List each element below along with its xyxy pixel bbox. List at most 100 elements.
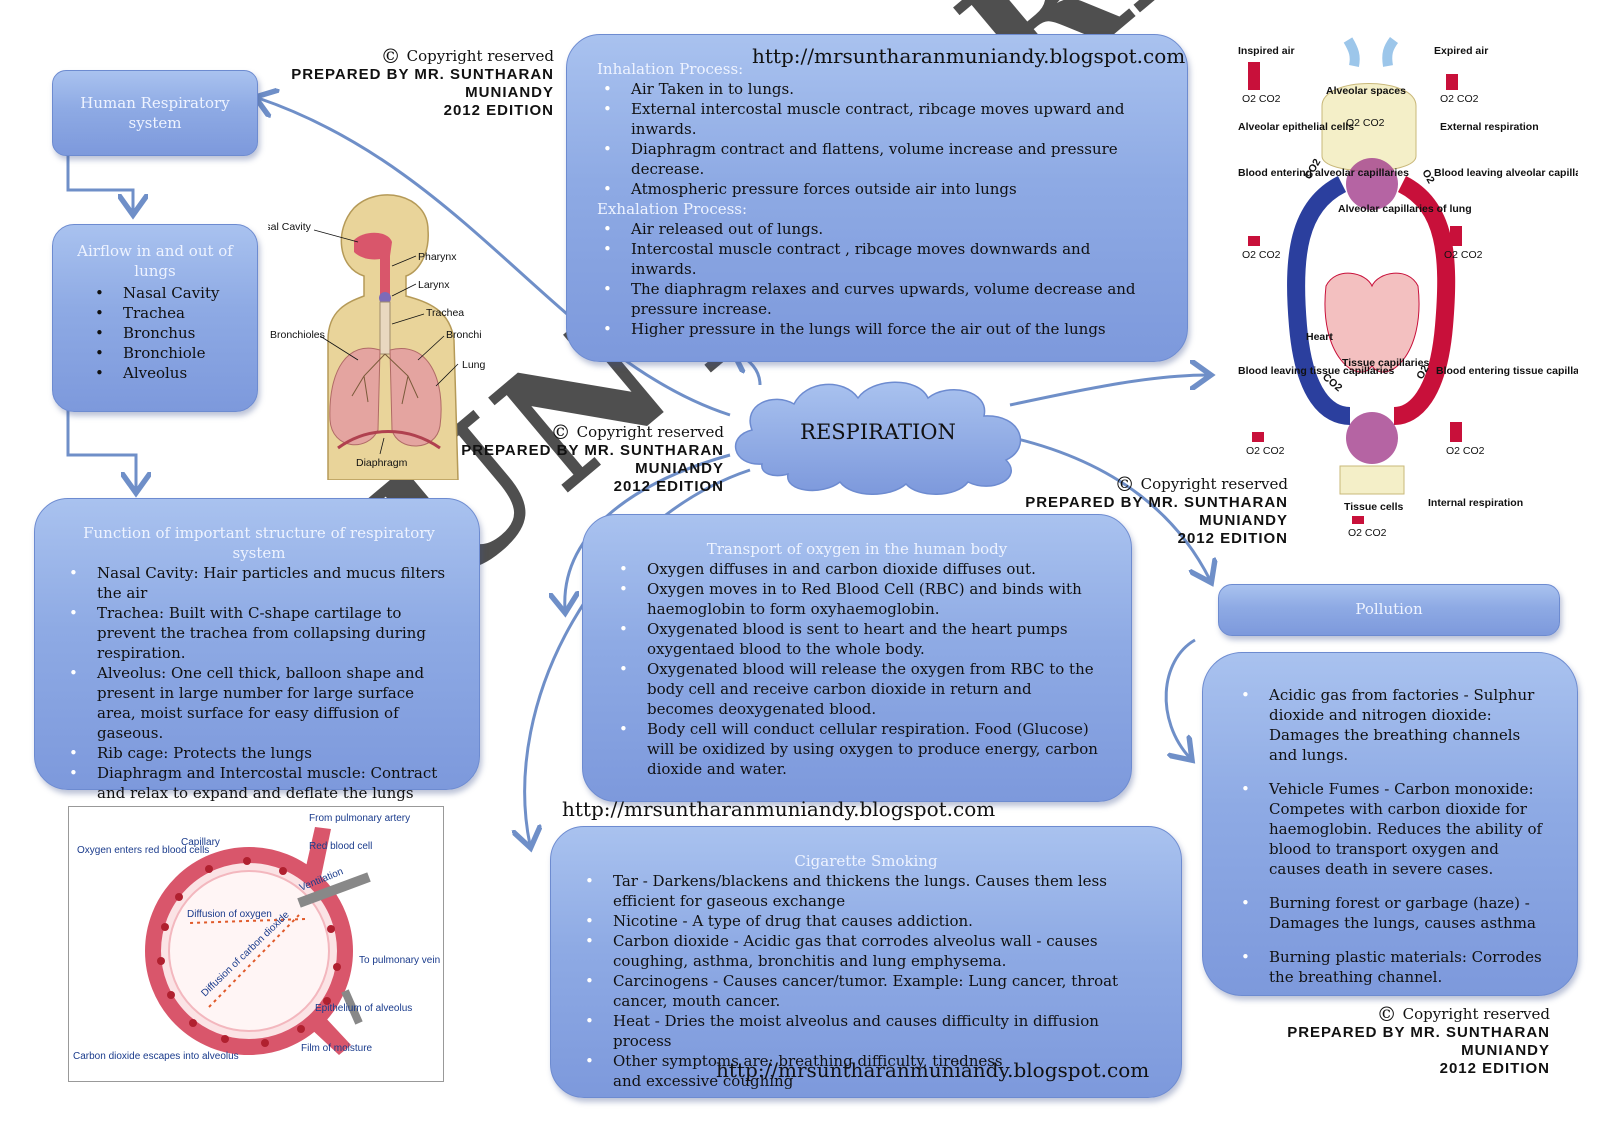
prepared-by: Prepared by Mr. Suntharan [461,442,724,459]
label-epithelium: Epithelium of alveolus [315,1003,412,1014]
airflow-title: Airflow in and out of lungs [77,242,233,280]
label-blood-entering-alveolar: Blood entering alveolar capillaries [1238,167,1409,179]
list-item: Bronchiole [95,343,245,363]
function-box: Function of important structure of respi… [34,498,480,802]
airflow-list: Nasal Cavity Trachea Bronchus Bronchiole… [65,283,245,383]
human-respiratory-system-title: Human Respiratory system [80,94,230,132]
prepared-by: Prepared by Mr. Suntharan [1025,494,1288,511]
alveolar-space-shape [1321,83,1417,172]
author-name: Muniandy [465,84,554,101]
pollution-box: Acidic gas from factories - Sulphur diox… [1202,652,1578,996]
edition: 2012 edition [613,478,724,495]
list-item: Nasal Cavity [95,283,245,303]
label-pharynx: Pharynx [418,251,457,263]
copyright-block: ©Copyright reserved Prepared by Mr. Sunt… [1025,474,1288,548]
blog-url-middle: http://mrsuntharanmuniandy.blogspot.com [562,797,996,821]
alveolus-diffusion-illustration: From pulmonary artery Capillary Red bloo… [68,806,444,1082]
inhalation-title: Inhalation Process: [597,60,744,78]
list-item: Intercostal muscle contract , ribcage mo… [603,239,1147,279]
pollution-title-box: Pollution [1218,584,1560,636]
copyright-text: Copyright reserved [1402,1005,1550,1023]
label-oxygen-enters: Oxygen enters red blood cells [77,845,209,856]
exhalation-title: Exhalation Process: [597,200,748,218]
label-nasal-cavity: Nasal Cavity [268,221,312,233]
label-co2-escapes: Carbon dioxide escapes into alveolus [73,1051,239,1062]
edition: 2012 edition [443,102,554,119]
pollution-title: Pollution [1355,600,1423,618]
label-blood-entering-tissue: Blood entering tissue capillaries [1436,365,1578,377]
function-list: Nasal Cavity: Hair particles and mucus f… [65,563,453,803]
label-to-vein: To pulmonary vein [359,955,440,966]
edition: 2012 edition [1439,1060,1550,1077]
list-item: Tar - Darkens/blackens and thickens the … [585,871,1151,911]
list-item: Atmospheric pressure forces outside air … [603,179,1147,199]
author-name: Muniandy [1199,512,1288,529]
respiration-label: RESPIRATION [800,420,956,444]
label-o2co2: O2 CO2 [1444,249,1483,261]
author-name: Muniandy [1461,1042,1550,1059]
tissue-capillaries-shape [1346,412,1398,464]
label-o2co2: O2 CO2 [1242,93,1281,105]
smoking-title: Cigarette Smoking [794,852,938,870]
copyright-block: ©Copyright reserved Prepared by Mr. Sunt… [1287,1004,1550,1078]
transport-oxygen-box: Transport of oxygen in the human body Ox… [582,514,1132,802]
label-tissue-capillaries: Tissue capillaries [1342,357,1430,369]
pharynx-shape [380,256,390,316]
transport-list: Oxygen diffuses in and carbon dioxide di… [613,559,1101,779]
respiration-cloud: RESPIRATION [722,374,1034,496]
transport-title: Transport of oxygen in the human body [706,540,1008,558]
deoxygenated-vessel-left [1287,175,1351,425]
alveolar-capillaries-shape [1346,158,1398,210]
prepared-by: Prepared by Mr. Suntharan [291,66,554,83]
label-o2co2: O2 CO2 [1246,445,1285,457]
list-item: Oxygenated blood will release the oxygen… [619,659,1101,719]
smoking-list: Tar - Darkens/blackens and thickens the … [581,871,1151,1091]
cloud-shape [734,381,1022,495]
list-item: Burning plastic materials: Corrodes the … [1241,947,1551,987]
alveolus-svg: From pulmonary artery Capillary Red bloo… [73,813,440,1062]
label-film-moisture: Film of moisture [301,1043,373,1054]
label-diaphragm: Diaphragm [356,457,408,469]
list-item: Acidic gas from factories - Sulphur diox… [1241,685,1551,765]
author-name: Muniandy [635,460,724,477]
anatomy-svg: Nasal Cavity Pharynx Larynx Trachea Bron… [252,194,486,481]
oxygenated-vessel-right [1393,175,1456,425]
copyright-symbol: © [1376,1002,1397,1026]
label-external-respiration: External respiration [1440,121,1539,133]
label-internal-respiration: Internal respiration [1428,497,1523,509]
respiratory-anatomy-illustration: Nasal Cavity Pharynx Larynx Trachea Bron… [252,190,508,481]
label-expired-air: Expired air [1434,45,1488,57]
list-item: Vehicle Fumes - Carbon monoxide: Compete… [1241,779,1551,879]
copyright-text: Copyright reserved [406,47,554,65]
list-item: Oxygen diffuses in and carbon dioxide di… [619,559,1101,579]
list-item: Body cell will conduct cellular respirat… [619,719,1101,779]
list-item: Oxygenated blood is sent to heart and th… [619,619,1101,659]
copyright-symbol: © [550,420,571,444]
label-o2co2: O2 CO2 [1348,527,1387,539]
list-item: Oxygen moves in to Red Blood Cell (RBC) … [619,579,1101,619]
diaphragm-shape [337,430,441,450]
label-capillary: Capillary [181,837,220,848]
blog-url-top: http://mrsuntharanmuniandy.blogspot.com [752,44,1186,68]
list-item: Air Taken in to lungs. [603,79,1147,99]
list-item: Higher pressure in the lungs will force … [603,319,1147,339]
list-item: Alveolus: One cell thick, balloon shape … [69,663,453,743]
copyright-text: Copyright reserved [1140,475,1288,493]
label-trachea: Trachea [426,307,464,319]
blog-url-bottom: http://mrsuntharanmuniandy.blogspot.com [716,1058,1150,1082]
gas-exchange-circulation-illustration: Inspired air Expired air Alveolar spaces… [1238,36,1600,556]
list-item: Diaphragm contract and flattens, volume … [603,139,1147,179]
label-alveolar-epithelial: Alveolar epithelial cells [1238,121,1354,133]
list-item: Nasal Cavity: Hair particles and mucus f… [69,563,453,603]
trachea-shape [379,301,391,355]
label-from-artery: From pulmonary artery [309,813,410,824]
larynx-shape [379,292,391,304]
list-item: Carbon dioxide - Acidic gas that corrode… [585,931,1151,971]
human-respiratory-system-box: Human Respiratory system [52,70,258,156]
list-item: Trachea: Built with C-shape cartilage to… [69,603,453,663]
nasal-cavity-shape [354,232,392,260]
edition: 2012 edition [1177,530,1288,547]
list-item: Heat - Dries the moist alveolus and caus… [585,1011,1151,1051]
label-bronchi: Bronchi [446,329,482,341]
